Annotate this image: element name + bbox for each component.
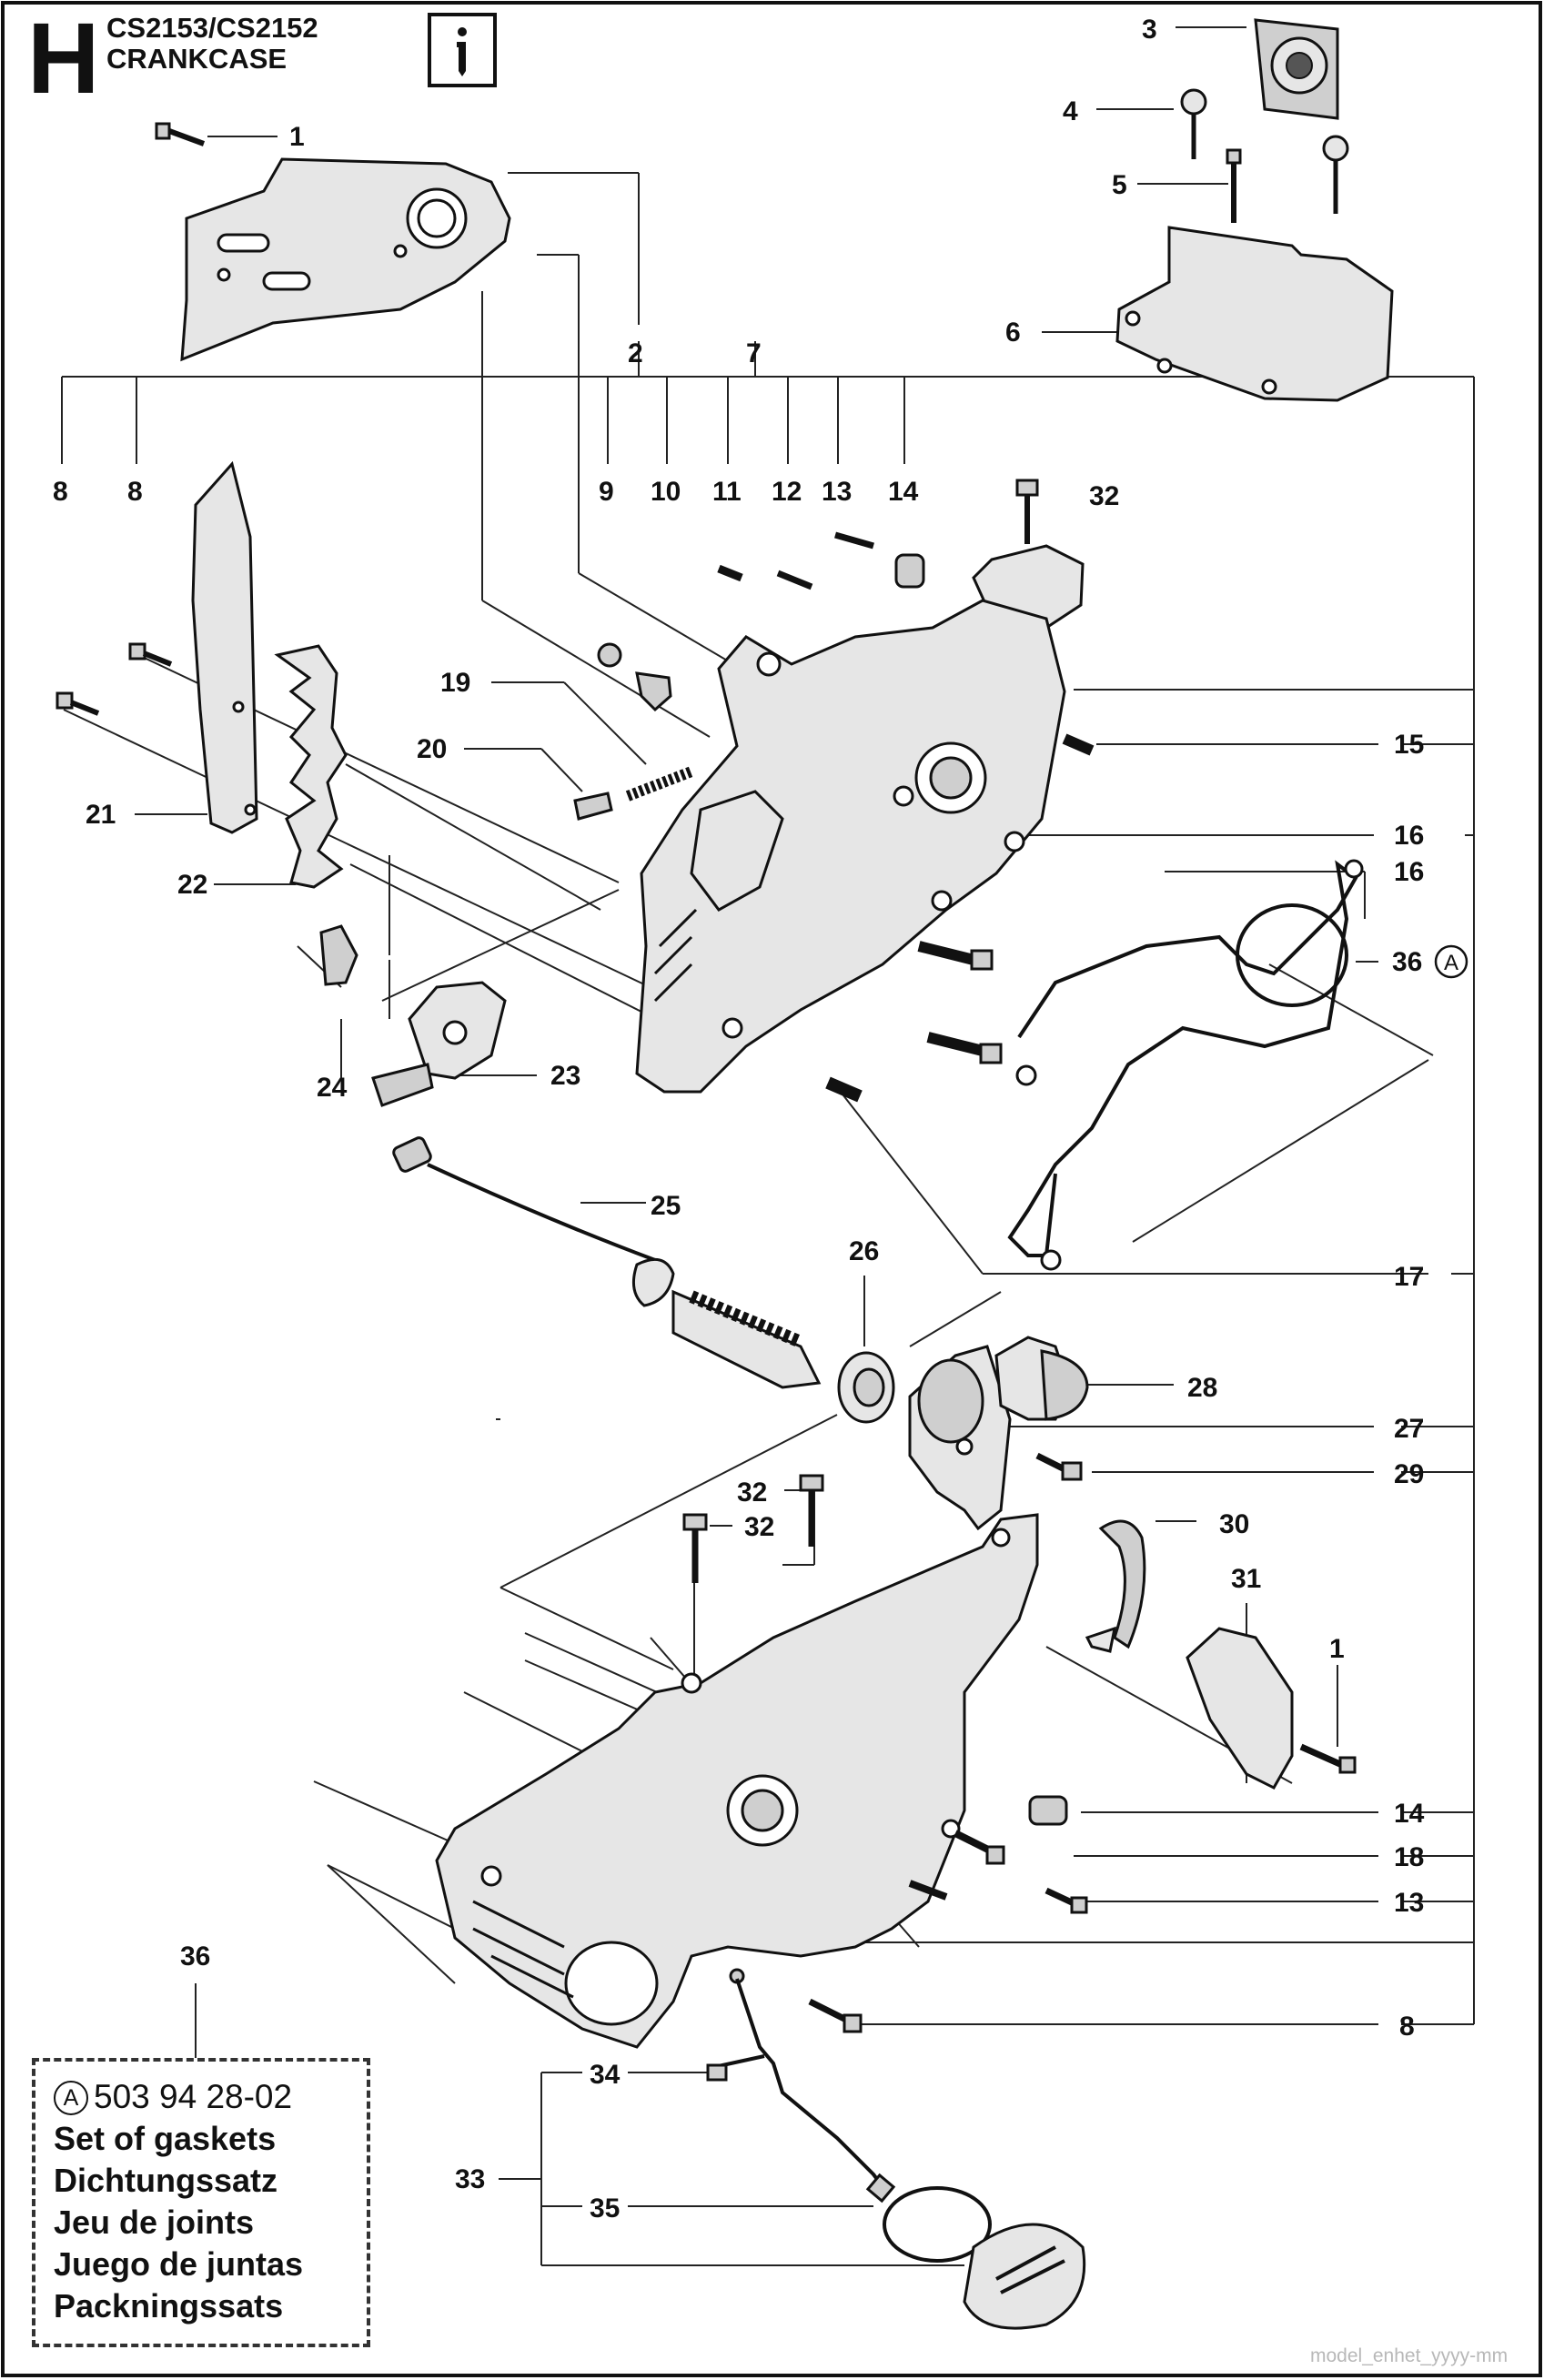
callout-8: 8 xyxy=(1399,2012,1415,2042)
callout-6: 6 xyxy=(1005,318,1021,348)
callout-24: 24 xyxy=(317,1073,348,1103)
part-1-screw-lower xyxy=(1299,1743,1357,1774)
section-letter: H xyxy=(27,3,100,115)
callout-27: 27 xyxy=(1394,1414,1424,1444)
callout-19: 19 xyxy=(440,668,470,698)
part-36-gasket xyxy=(1007,859,1364,1271)
callout-10: 10 xyxy=(651,477,681,507)
wrench-info-icon xyxy=(428,13,497,87)
gasket-label-es: Juego de juntas xyxy=(54,2245,304,2283)
callout-16: 16 xyxy=(1394,821,1424,851)
callout-21: 21 xyxy=(86,800,116,830)
callout-22: 22 xyxy=(177,870,207,900)
callout-1: 1 xyxy=(289,122,305,152)
callout-14: 14 xyxy=(1394,1799,1425,1829)
callout-16: 16 xyxy=(1394,857,1424,887)
callout-5: 5 xyxy=(1112,170,1127,200)
part-27-pump-cover xyxy=(908,1345,1012,1531)
callout-32: 32 xyxy=(744,1512,774,1542)
part-3-grommet xyxy=(1254,18,1339,120)
callout-12: 12 xyxy=(772,477,802,507)
callout-9: 9 xyxy=(599,477,614,507)
part-21-22 xyxy=(191,460,348,889)
callout-8: 8 xyxy=(53,477,68,507)
part-29-screw xyxy=(1035,1452,1083,1481)
part-26-gear xyxy=(837,1351,895,1424)
callout-13: 13 xyxy=(1394,1888,1424,1918)
callout-25: 25 xyxy=(651,1191,681,1221)
part-14-18-13-8-lower xyxy=(808,1795,1088,2033)
part-30-strap xyxy=(1085,1519,1146,1653)
callout-36: 36 xyxy=(180,1941,210,1972)
leader-lines xyxy=(61,26,1475,2266)
callout-35: 35 xyxy=(590,2193,620,2224)
crankcase-lower-half xyxy=(435,1513,1039,2049)
section-subtitle: CRANKCASE xyxy=(106,43,288,76)
callout-20: 20 xyxy=(417,734,447,764)
callout-32: 32 xyxy=(1089,481,1119,511)
callout-4: 4 xyxy=(1063,96,1078,126)
crankcase-upper-half xyxy=(635,599,1066,1094)
part-8-screws xyxy=(56,642,173,716)
part-6-bracket xyxy=(1115,226,1394,402)
part-33-34-35 xyxy=(706,1968,1086,2330)
callout-3: 3 xyxy=(1142,15,1157,45)
callout-13: 13 xyxy=(822,477,852,507)
part-2-guard xyxy=(180,157,511,362)
callout-14: 14 xyxy=(888,477,919,507)
model-number: CS2153/CS2152 xyxy=(106,12,318,44)
callout-2: 2 xyxy=(628,338,643,368)
callout-30: 30 xyxy=(1219,1509,1249,1539)
part-25-oil-pipe xyxy=(392,1136,822,1389)
gasket-label-en: Set of gaskets xyxy=(54,2120,277,2157)
callout-7: 7 xyxy=(746,338,762,368)
gasket-label-fr: Jeu de joints xyxy=(54,2204,255,2241)
callout-28: 28 xyxy=(1187,1373,1217,1403)
part-5-screw xyxy=(1226,148,1242,223)
callout-32: 32 xyxy=(737,1477,767,1508)
part-9-to-14-small xyxy=(597,531,925,712)
part-23-24 xyxy=(319,924,507,1107)
callout-33: 33 xyxy=(455,2164,485,2194)
callout-36: 36 xyxy=(1392,947,1422,977)
part-32-screws-lower xyxy=(682,1474,824,1583)
callout-18: 18 xyxy=(1394,1842,1424,1872)
part-28-primer xyxy=(994,1336,1089,1421)
diagram-title: CS2153/CS2152 CRANKCASE xyxy=(106,12,318,76)
callout-numbers: 1 2 3 4 5 6 7 8 8 9 10 11 12 13 14 32 19… xyxy=(53,15,1425,2224)
ref-marker-a: A xyxy=(54,2081,88,2115)
callout-11: 11 xyxy=(712,477,742,507)
callout-34: 34 xyxy=(590,2060,621,2090)
gasket-part-number: 503 94 28-02 xyxy=(94,2078,293,2115)
callout-29: 29 xyxy=(1394,1459,1424,1489)
part-31-cover xyxy=(1186,1627,1294,1790)
callout-23: 23 xyxy=(550,1061,580,1091)
ref-marker-a: A xyxy=(1434,944,1468,979)
watermark: model_enhet_yyyy-mm xyxy=(1310,2345,1509,2366)
gasket-label-de: Dichtungssatz xyxy=(54,2162,278,2199)
part-15-16-17 xyxy=(825,733,1095,1103)
callout-1: 1 xyxy=(1329,1634,1345,1664)
callout-8: 8 xyxy=(127,477,143,507)
callout-15: 15 xyxy=(1394,730,1424,760)
part-19-20 xyxy=(573,766,694,821)
gasket-label-sv: Packningssats xyxy=(54,2287,284,2325)
callout-26: 26 xyxy=(849,1236,879,1266)
svg-text:A: A xyxy=(1444,951,1458,975)
part-1-screw xyxy=(155,122,206,146)
callout-17: 17 xyxy=(1394,1262,1424,1292)
callout-31: 31 xyxy=(1231,1564,1261,1594)
part-4-clip xyxy=(1180,88,1349,214)
